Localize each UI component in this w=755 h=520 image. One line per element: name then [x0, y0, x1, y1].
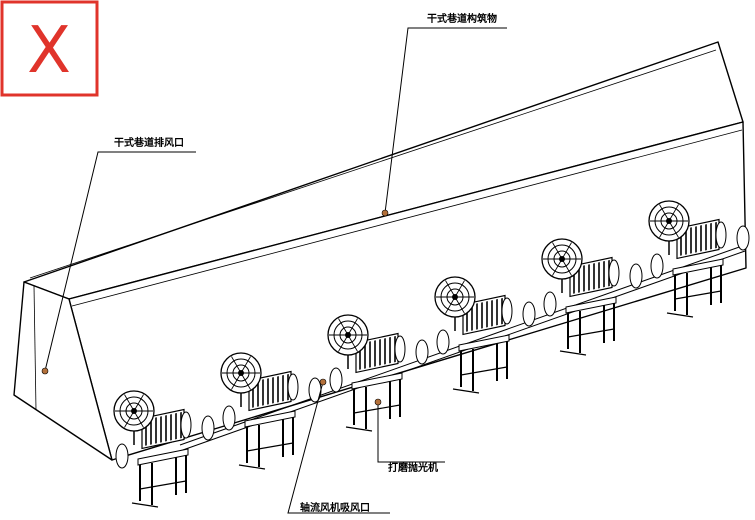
- fan-spoke: [347, 334, 358, 352]
- motor-end-cap: [287, 373, 299, 401]
- polishing-wheel: [543, 291, 557, 317]
- tunnel-end-face: [13, 281, 113, 461]
- polishing-wheel: [736, 225, 750, 251]
- label-tunnel-structure: 干式巷道构筑物: [427, 12, 497, 25]
- machine-stand-top: [137, 448, 189, 466]
- machine-brace: [246, 442, 294, 452]
- anchor-dot-exhaust: [41, 367, 49, 375]
- motor-end-cap: [180, 411, 192, 439]
- fan-spoke: [561, 242, 572, 260]
- machine-stand-top: [244, 410, 296, 428]
- machine-brace: [353, 404, 401, 414]
- fan-spoke: [124, 394, 135, 412]
- machine-stand-top: [565, 296, 617, 314]
- tunnel-edge-inner: [33, 285, 37, 411]
- tunnel-edge-inner: [29, 49, 717, 279]
- machine-stand-top: [351, 372, 403, 390]
- fan-spoke: [347, 318, 358, 336]
- machine-unit: [220, 352, 322, 470]
- fan-spoke: [124, 410, 135, 428]
- polishing-wheel: [650, 253, 664, 279]
- machine-row: [113, 200, 750, 508]
- fan-spoke: [133, 410, 144, 428]
- fan-spoke: [659, 220, 670, 238]
- machine-foot: [452, 388, 480, 394]
- badge-x-mark: X: [27, 14, 71, 88]
- label-exhaust-outlet: 干式巷道排风口: [114, 136, 184, 149]
- anchor-dot-structure: [381, 209, 389, 217]
- fan-spoke: [552, 258, 563, 276]
- fan-spoke: [338, 318, 349, 336]
- fan-spoke: [240, 356, 251, 374]
- machine-stand-top: [458, 334, 510, 352]
- fan-spoke: [231, 356, 242, 374]
- machine-stand-top: [672, 258, 724, 276]
- machine-brace: [139, 480, 187, 490]
- machine-foot: [666, 312, 694, 318]
- fan-spoke: [659, 204, 670, 222]
- annotations: [44, 27, 507, 514]
- polishing-wheel: [329, 367, 343, 393]
- motor-end-cap: [715, 221, 727, 249]
- fan-spoke: [231, 372, 242, 390]
- motor-end-cap: [608, 259, 620, 287]
- polishing-wheel: [115, 443, 129, 469]
- polishing-wheel: [201, 415, 215, 441]
- tunnel-edge-inner: [71, 129, 743, 307]
- leader-line-exhaust: [44, 151, 196, 372]
- reject-badge: X: [0, 0, 99, 97]
- fan-spoke: [668, 204, 679, 222]
- annotation-dots: [41, 209, 389, 406]
- fan-spoke: [454, 296, 465, 314]
- label-polisher: 打磨抛光机: [388, 461, 438, 474]
- polishing-wheel: [436, 329, 450, 355]
- machine-brace: [567, 328, 615, 338]
- polishing-wheel: [308, 377, 322, 403]
- machine-brace: [674, 290, 722, 300]
- anchor-dot-polisher: [374, 398, 382, 406]
- fan-spoke: [240, 372, 251, 390]
- fan-spoke: [338, 334, 349, 352]
- fan-spoke: [668, 220, 679, 238]
- machine-unit: [113, 390, 215, 508]
- machine-brace: [460, 366, 508, 376]
- fan-spoke: [445, 280, 456, 298]
- leader-line-polisher: [377, 404, 445, 463]
- anchor-dot-fan-inlet: [319, 378, 327, 386]
- machine-foot: [345, 426, 373, 432]
- fan-spoke: [133, 394, 144, 412]
- machine-unit: [327, 314, 429, 432]
- motor-end-cap: [501, 297, 513, 325]
- fan-spoke: [454, 280, 465, 298]
- motor-end-cap: [394, 335, 406, 363]
- leader-line-structure: [384, 27, 507, 214]
- polishing-wheel: [415, 339, 429, 365]
- polishing-wheel: [222, 405, 236, 431]
- leader-line-fan-inlet: [287, 381, 390, 514]
- machine-unit: [541, 238, 643, 356]
- machine-foot: [238, 464, 266, 470]
- machine-unit: [648, 200, 750, 318]
- machine-foot: [559, 350, 587, 356]
- polishing-wheel: [522, 301, 536, 327]
- fan-spoke: [561, 258, 572, 276]
- label-fan-inlet: 轴流风机吸风口: [300, 501, 370, 514]
- machine-foot: [131, 502, 159, 508]
- machine-unit: [434, 276, 536, 394]
- fan-spoke: [445, 296, 456, 314]
- fan-spoke: [552, 242, 563, 260]
- polishing-wheel: [629, 263, 643, 289]
